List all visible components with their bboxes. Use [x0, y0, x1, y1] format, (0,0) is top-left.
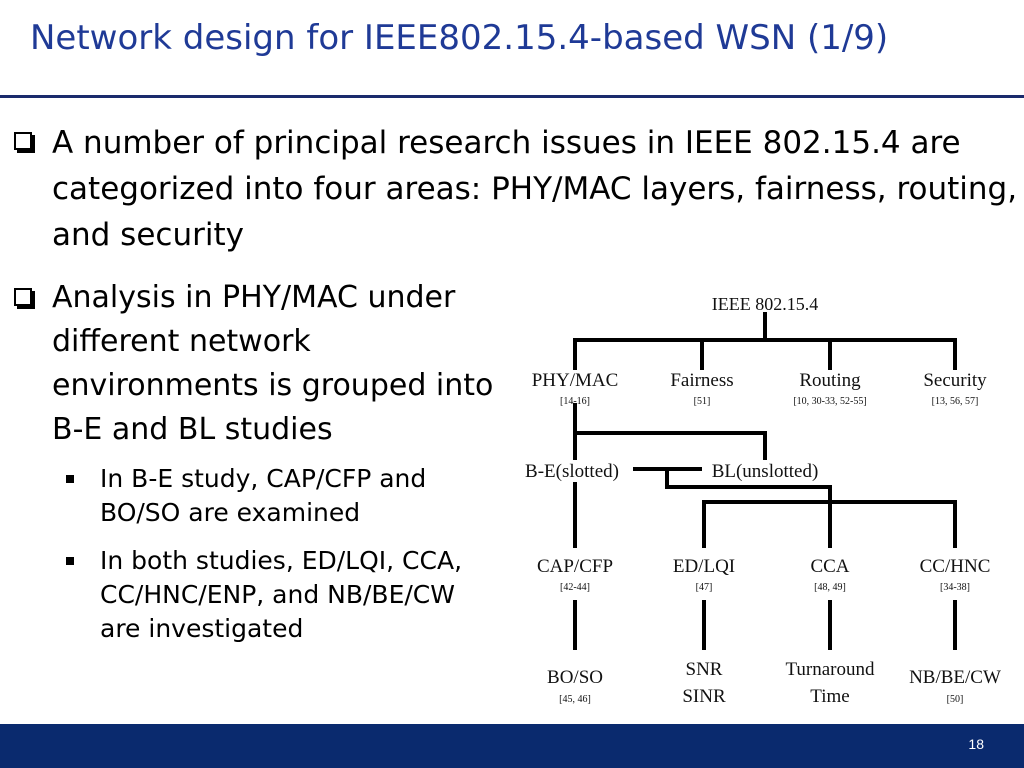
- area-ref: [13, 56, 57]: [932, 396, 979, 407]
- param-label: ED/LQI: [673, 556, 735, 577]
- square-bullet-icon: [66, 557, 74, 565]
- bullet-research-areas: A number of principal research issues in…: [14, 120, 1019, 258]
- area-label: PHY/MAC: [532, 370, 619, 391]
- sub-bullet-be-study: In B-E study, CAP/CFP and BO/SO are exam…: [66, 462, 496, 530]
- param-ref: [48, 49]: [814, 582, 846, 593]
- study-label: BL(unslotted): [712, 461, 819, 482]
- param-label: CAP/CFP: [537, 556, 613, 577]
- leaf-label: NB/BE/CW: [909, 667, 1001, 688]
- area-label: Security: [923, 370, 987, 391]
- slide-title: Network design for IEEE802.15.4-based WS…: [30, 18, 889, 58]
- param-ref: [42-44]: [560, 582, 590, 593]
- area-label: Fairness: [670, 370, 733, 391]
- sub-bullet-both-studies: In both studies, ED/LQI, CCA, CC/HNC/ENP…: [66, 544, 496, 646]
- leaf-label: BO/SO: [547, 667, 603, 688]
- area-ref: [10, 30-33, 52-55]: [793, 396, 866, 407]
- title-divider: [0, 95, 1024, 98]
- param-label: CC/HNC: [920, 556, 991, 577]
- area-label: Routing: [799, 370, 861, 391]
- leaf-ref: [50]: [947, 694, 964, 705]
- leaf-label-line2: Time: [810, 686, 849, 707]
- leaf-ref: [45, 46]: [559, 694, 591, 705]
- root-label: IEEE 802.15.4: [712, 294, 818, 314]
- area-ref: [14-16]: [560, 396, 590, 407]
- sub-bullet-text: In both studies, ED/LQI, CCA, CC/HNC/ENP…: [100, 546, 463, 643]
- param-ref: [34-38]: [940, 582, 970, 593]
- square-bullet-icon: [66, 475, 74, 483]
- checkbox-bullet-icon: [14, 288, 32, 306]
- leaf-label: Turnaround: [785, 659, 875, 680]
- param-label: CCA: [810, 556, 849, 577]
- bullet-phy-mac-analysis: Analysis in PHY/MAC under different netw…: [14, 276, 494, 452]
- param-ref: [47]: [696, 582, 713, 593]
- page-number: 18: [968, 736, 984, 752]
- leaf-label-line2: SINR: [682, 686, 726, 707]
- study-label: B-E(slotted): [525, 461, 619, 482]
- bullet-text: Analysis in PHY/MAC under different netw…: [52, 280, 494, 447]
- area-ref: [51]: [694, 396, 711, 407]
- footer-bar: 18: [0, 724, 1024, 768]
- research-taxonomy-diagram: IEEE 802.15.4 PHY/MAC [14-16] Fairness […: [525, 294, 1001, 707]
- leaf-label: SNR: [686, 659, 723, 680]
- checkbox-bullet-icon: [14, 132, 32, 150]
- sub-bullet-text: In B-E study, CAP/CFP and BO/SO are exam…: [100, 464, 427, 527]
- bullet-text: A number of principal research issues in…: [52, 125, 1018, 253]
